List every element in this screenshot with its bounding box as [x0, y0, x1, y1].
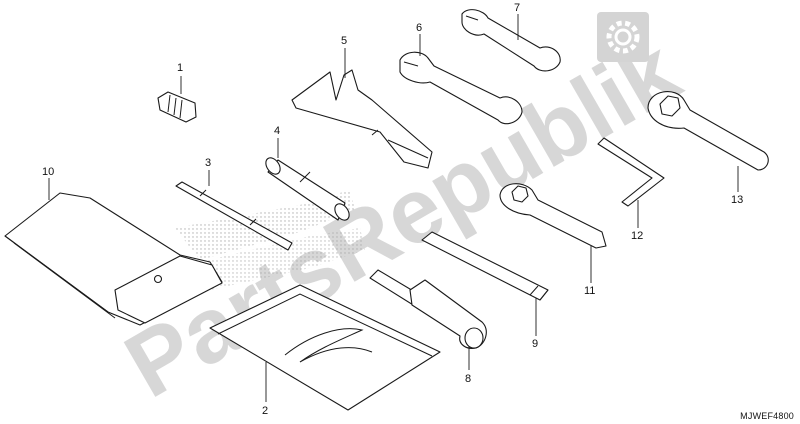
- callout-13: 13: [731, 194, 743, 206]
- leader-lines: [48, 14, 739, 402]
- spark-plug-wrench-part: [369, 269, 487, 349]
- callouts: 1 2 3 4 5 6 7 8 9 10 11 12 13: [42, 2, 743, 417]
- callout-2: 2: [262, 405, 268, 417]
- spare-cap-part: [157, 91, 197, 123]
- callout-5: 5: [341, 35, 347, 47]
- screwdriver-handle-part: [265, 157, 350, 221]
- open-end-wrench-small-part: [461, 9, 561, 72]
- shading-band: [200, 228, 365, 290]
- callout-7: 7: [514, 2, 520, 14]
- extension-bar-part: [421, 231, 549, 301]
- tool-card-part: [209, 284, 441, 411]
- box-wrench-part: [647, 91, 769, 171]
- callout-6: 6: [416, 22, 422, 34]
- hex-key-part: [597, 137, 665, 207]
- open-end-wrench-large-part: [399, 51, 523, 125]
- callout-3: 3: [205, 157, 211, 169]
- gear-icon: [597, 12, 649, 62]
- screwdriver-bit-part: [175, 181, 293, 251]
- callout-11: 11: [584, 285, 595, 297]
- diagram-code: MJWEF4800: [740, 411, 794, 421]
- callout-12: 12: [631, 230, 643, 242]
- pin-spanner-part: [291, 69, 433, 169]
- callout-8: 8: [465, 373, 471, 385]
- callout-9: 9: [532, 338, 538, 350]
- shading-band: [175, 190, 355, 260]
- callout-1: 1: [177, 62, 183, 74]
- callout-4: 4: [274, 125, 280, 137]
- callout-10: 10: [42, 166, 54, 178]
- tool-bag-part: [4, 192, 223, 326]
- ring-spanner-part: [499, 183, 607, 249]
